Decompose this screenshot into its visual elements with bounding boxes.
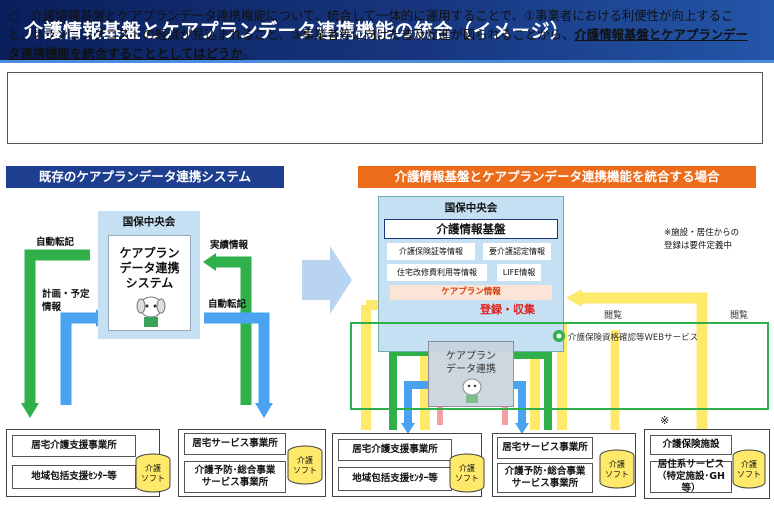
right-view-arrow-1 [580, 292, 708, 430]
upload-label: 登録・収集 [480, 303, 535, 316]
right-soft-label-2: 介護 ソフト [605, 460, 629, 479]
left-auto-transfer-label-1: 自動転記 [36, 237, 75, 248]
right-kyotaku-service-office: 居宅サービス事業所 [497, 437, 593, 459]
left-yobo-office: 介護予防･総合事業 サービス事業所 [184, 461, 286, 493]
database-icon [599, 449, 635, 489]
left-blue-down-arrow [204, 312, 270, 405]
left-soft-label-1: 介護 ソフト [141, 464, 165, 483]
left-soft-label-2: 介護 ソフト [293, 456, 317, 475]
info-housing: 住宅改修費利用等情報 [387, 264, 487, 281]
right-blue-arrow-1 [404, 381, 428, 425]
page-title: 介護情報基盤とケアプランデータ連携機能の統合（イメージ） [24, 20, 570, 42]
web-service-box [350, 322, 769, 410]
right-chiiki-office: 地域包括支援ｾﾝﾀｰ等 [338, 467, 452, 491]
right-residential-office: 居住系サービス （特定施設･GH等） [650, 459, 732, 494]
right-section-label: 介護情報基盤とケアプランデータ連携機能を統合する場合 [358, 166, 756, 188]
right-hub-title: 国保中央会 [444, 202, 498, 214]
right-core-text: ケアプラン データ連携 [446, 351, 496, 375]
database-icon [135, 453, 171, 493]
intro-text: ○ 介護情報基盤とケアプランデータ連携機能について、統合して一体的に運用すること… [8, 6, 748, 63]
left-plan-info-label: 計画・予定 情報 [42, 289, 90, 313]
web-service-logo-icon [553, 330, 565, 342]
left-green-up-arrow [214, 256, 252, 405]
intro-end: 。 [242, 46, 256, 61]
asterisk-mark: ※ [660, 414, 670, 427]
right-blue-arrow-2 [514, 381, 526, 425]
dog-mascot-icon [136, 296, 166, 327]
right-soft-3 [731, 448, 767, 490]
header-underline [0, 60, 774, 63]
left-kyotaku-service-office: 居宅サービス事業所 [184, 433, 286, 455]
info-insurance: 介護保険証等情報 [387, 243, 475, 260]
right-kyotaku-office: 居宅介護支援事業所 [338, 439, 452, 461]
kaigo-kiban-box: 介護情報基盤 [384, 219, 558, 239]
database-icon [449, 453, 485, 493]
info-certification: 要介護認定情報 [483, 243, 551, 260]
info-life: LIFE情報 [497, 264, 541, 281]
right-yobo-office: 介護予防･総合事業 サービス事業所 [497, 463, 593, 493]
left-section-label: 既存のケアプランデータ連携システム [6, 166, 284, 188]
header-bar [0, 0, 774, 62]
left-actual-info-label: 実績情報 [210, 240, 249, 251]
left-chiiki-office: 地域包括支援ｾﾝﾀｰ等 [12, 465, 136, 489]
left-blue-up-arrow [60, 312, 98, 405]
intro-body: 介護情報基盤とケアプランデータ連携機能について、統合して一体的に運用することで、… [8, 8, 734, 42]
facility-note: ※施設・居住からの 登録は要件定義中 [664, 228, 740, 251]
database-icon [287, 445, 323, 485]
right-soft-2 [598, 448, 636, 490]
intro-emphasis: 介護情報基盤とケアプランデータ連携機能を統合することとしてはどうか [8, 27, 748, 61]
view-label-2: 閲覧 [730, 311, 749, 321]
web-service-label: 介護保険資格確認等WEBサービス [568, 333, 699, 343]
careplan-info: ケアプラン情報 [390, 285, 552, 300]
right-soft-1 [448, 452, 486, 494]
database-icon [732, 449, 766, 489]
right-soft-label-1: 介護 ソフト [455, 464, 479, 483]
left-auto-transfer-label-2: 自動転記 [208, 299, 247, 310]
intro-bullet: ○ [8, 8, 19, 23]
left-kyotaku-office: 居宅介護支援事業所 [12, 435, 136, 457]
right-soft-label-3: 介護 ソフト [737, 460, 761, 479]
dog-mascot-small-icon [462, 378, 482, 403]
left-core-text: ケアプラン データ連携 システム [119, 246, 180, 290]
transition-arrow [302, 246, 352, 314]
left-soft-2 [286, 444, 324, 486]
intro-box [7, 72, 763, 144]
view-label-1: 閲覧 [604, 311, 623, 321]
left-soft-1 [134, 452, 172, 494]
right-facility-office: 介護保険施設 [650, 435, 732, 455]
left-hub-title: 国保中央会 [98, 213, 200, 231]
right-green-arrow-2 [514, 351, 552, 430]
left-green-down-arrow [24, 249, 90, 405]
right-green-arrow-1 [389, 348, 428, 430]
